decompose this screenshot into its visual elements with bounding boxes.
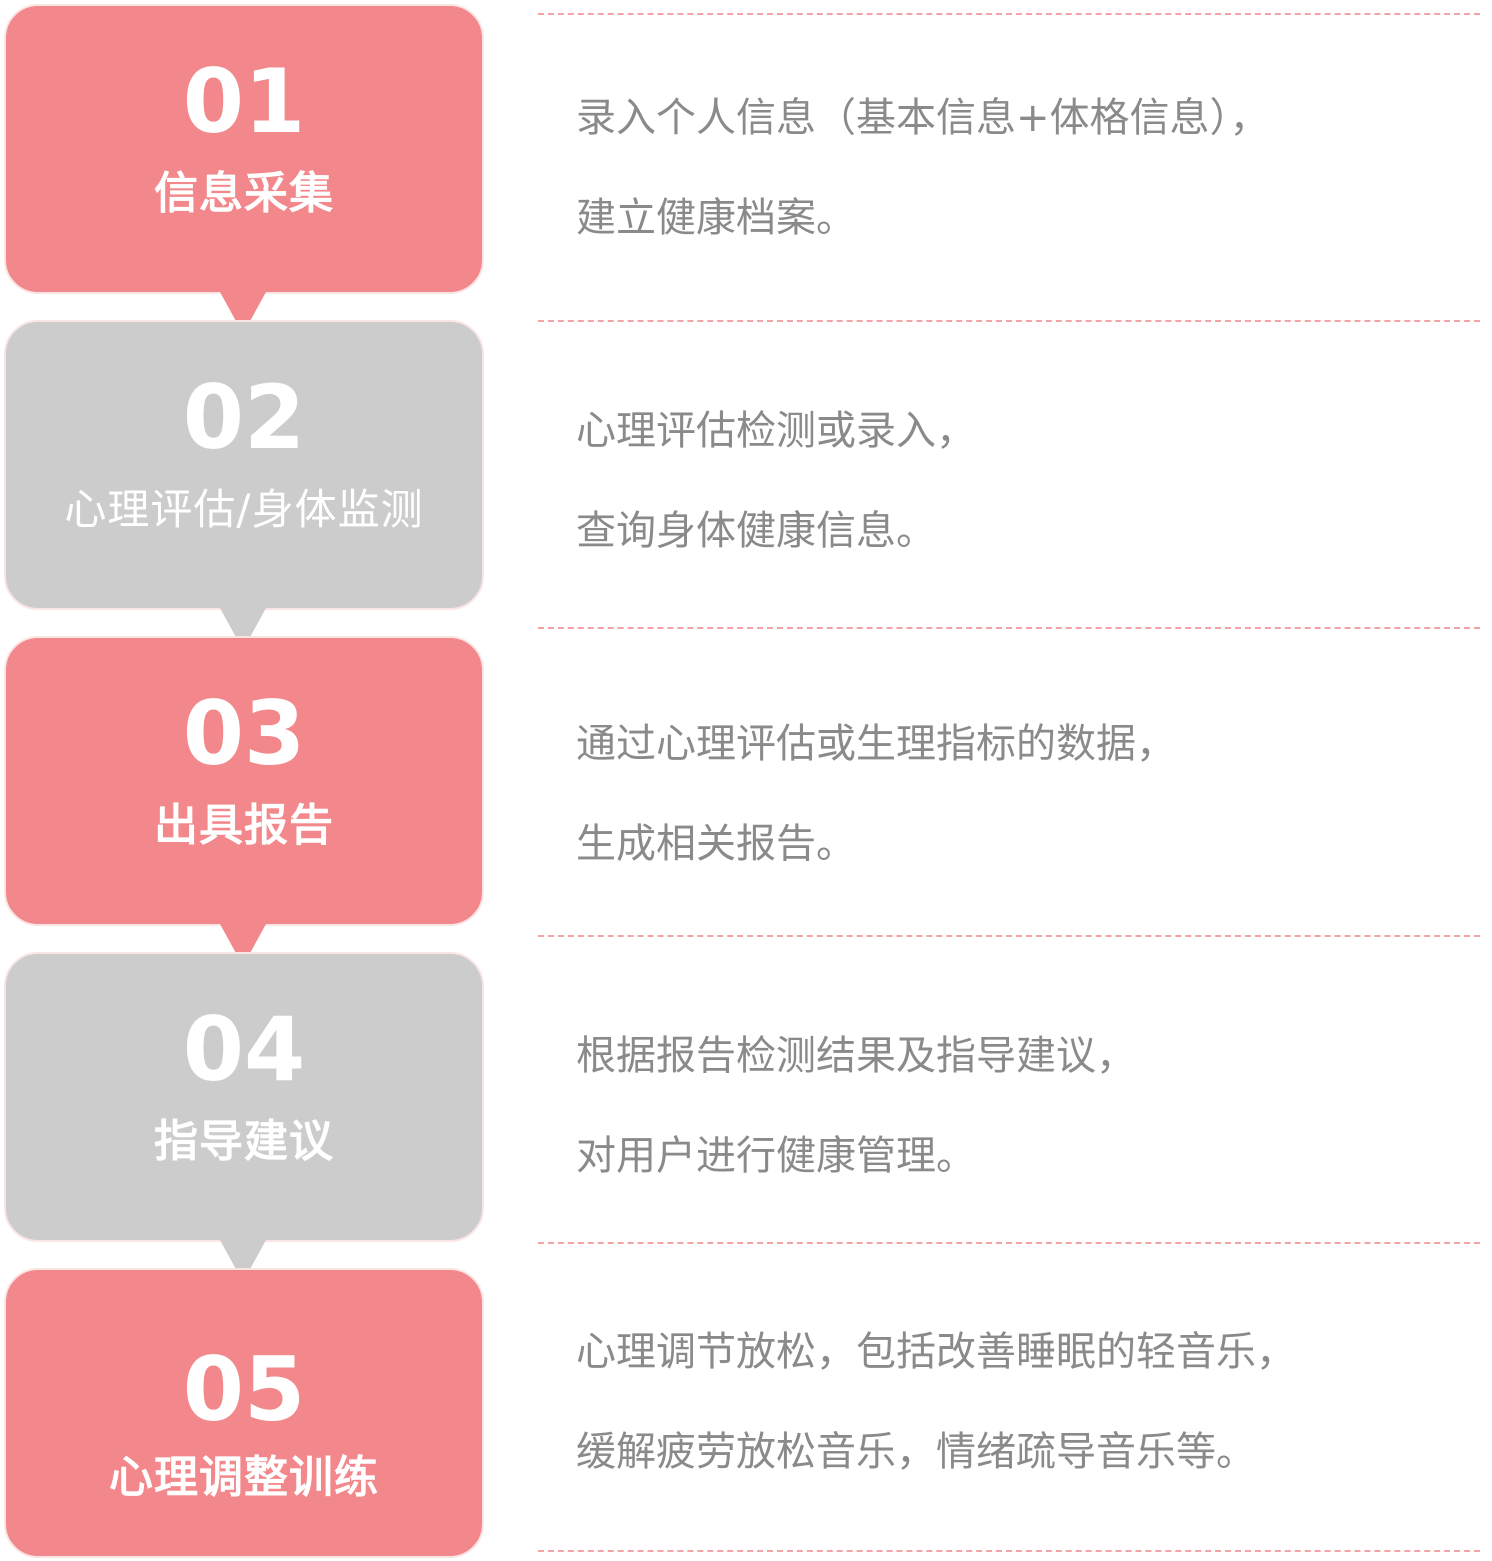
step-5-description: 心理调节放松，包括改善睡眠的轻音乐， 缓解疲劳放松音乐，情绪疏导音乐等。 bbox=[576, 1302, 1476, 1502]
description-line: 根据报告检测结果及指导建议， bbox=[576, 1033, 1136, 1079]
description-line: 生成相关报告。 bbox=[576, 821, 856, 867]
step-title: 心理评估/身体监测 bbox=[64, 485, 424, 534]
description-line: 缓解疲劳放松音乐，情绪疏导音乐等。 bbox=[576, 1429, 1256, 1475]
divider bbox=[538, 935, 1480, 937]
description-line: 心理调节放松，包括改善睡眠的轻音乐， bbox=[576, 1329, 1296, 1375]
step-number: 01 bbox=[182, 50, 306, 153]
description-line: 查询身体健康信息。 bbox=[576, 508, 936, 554]
step-1-description: 录入个人信息（基本信息+体格信息）， 建立健康档案。 bbox=[576, 68, 1476, 268]
step-4-description: 根据报告检测结果及指导建议， 对用户进行健康管理。 bbox=[576, 1006, 1476, 1206]
description-line: 录入个人信息（基本信息+体格信息）， bbox=[576, 95, 1270, 141]
step-5-box: 05 心理调整训练 bbox=[4, 1268, 484, 1558]
divider bbox=[538, 13, 1480, 15]
step-1-box: 01 信息采集 bbox=[4, 4, 484, 334]
step-2-box: 02 心理评估/身体监测 bbox=[4, 320, 484, 650]
step-title: 出具报告 bbox=[154, 800, 334, 851]
step-title: 指导建议 bbox=[154, 1116, 334, 1167]
step-title: 信息采集 bbox=[154, 168, 334, 219]
step-number: 02 bbox=[182, 366, 306, 469]
step-3-box: 03 出具报告 bbox=[4, 636, 484, 966]
step-4-box: 04 指导建议 bbox=[4, 952, 484, 1282]
step-number: 05 bbox=[182, 1338, 306, 1441]
description-line: 心理评估检测或录入， bbox=[576, 408, 976, 454]
step-2-description: 心理评估检测或录入， 查询身体健康信息。 bbox=[576, 381, 1476, 581]
step-title: 心理调整训练 bbox=[109, 1452, 379, 1503]
divider bbox=[538, 320, 1480, 322]
step-number: 03 bbox=[182, 682, 306, 785]
step-number: 04 bbox=[182, 998, 306, 1101]
divider bbox=[538, 1242, 1480, 1244]
description-line: 建立健康档案。 bbox=[576, 195, 856, 241]
step-3-description: 通过心理评估或生理指标的数据， 生成相关报告。 bbox=[576, 694, 1476, 894]
divider bbox=[538, 1550, 1480, 1552]
description-line: 通过心理评估或生理指标的数据， bbox=[576, 721, 1176, 767]
divider bbox=[538, 627, 1480, 629]
description-line: 对用户进行健康管理。 bbox=[576, 1133, 976, 1179]
